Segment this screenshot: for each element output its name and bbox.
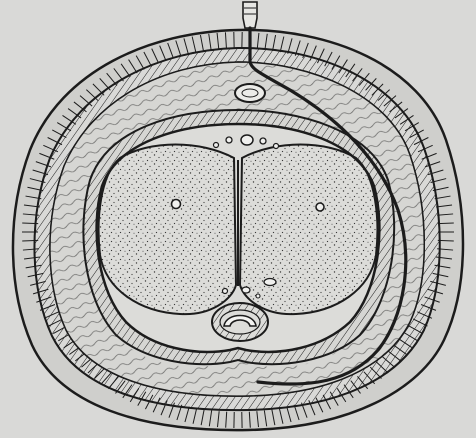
- left-central-artery: [172, 200, 181, 209]
- dorsal-nerve-right: [274, 144, 279, 149]
- bulbar-vessel-2: [242, 287, 250, 293]
- bulbar-vessel-4: [256, 294, 260, 298]
- bulbar-vessel-1: [264, 279, 276, 286]
- deep-dorsal-vein: [241, 135, 253, 145]
- dorsal-nerve-left: [214, 143, 219, 148]
- right-corpus-cavernosum: [240, 145, 377, 315]
- needle-hub: [243, 2, 257, 28]
- dorsal-vein: [235, 84, 265, 102]
- dorsal-artery-right: [260, 138, 266, 144]
- skin-tick: [438, 223, 454, 224]
- right-central-artery: [316, 203, 324, 211]
- dorsal-artery-left: [226, 137, 232, 143]
- bulbar-vessel-3: [223, 289, 228, 294]
- left-corpus-cavernosum: [99, 145, 236, 315]
